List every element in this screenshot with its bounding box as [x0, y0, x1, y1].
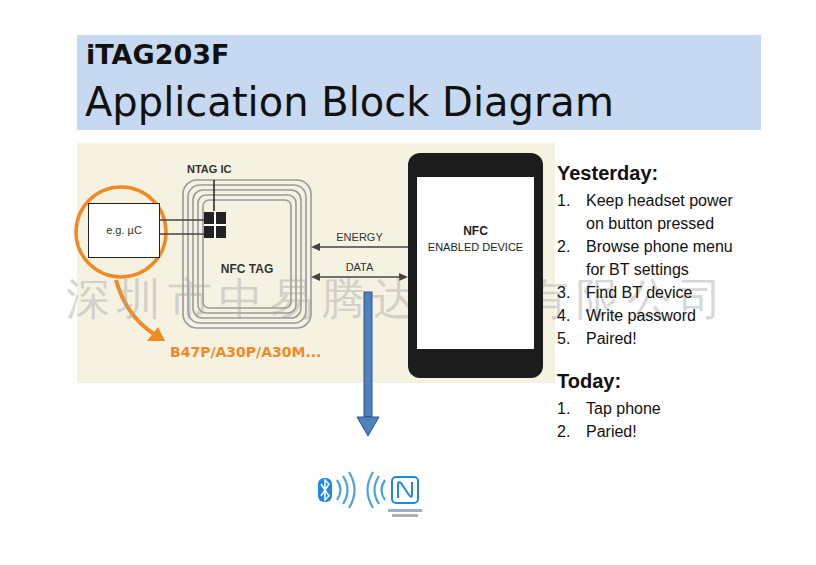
device-text: ENABLED DEVICE: [417, 239, 534, 255]
bluetooth-nfc-icon: [318, 472, 422, 517]
step-text: Browse phone menu for BT settings: [586, 235, 754, 281]
step-row: 2.Paried!: [557, 420, 797, 443]
step-number: 5.: [557, 327, 586, 350]
step-text: Paried!: [586, 420, 754, 443]
title-band: iTAG203F Application Block Diagram: [77, 35, 761, 130]
arrowhead: [399, 273, 408, 281]
callout-arrow: [116, 280, 154, 334]
step-text: Paired!: [586, 327, 754, 350]
step-row: 2.Browse phone menu for BT settings: [557, 235, 797, 281]
section-heading: Today:: [557, 368, 797, 394]
step-number: 1.: [557, 189, 586, 235]
steps-column: Yesterday:1.Keep headset power on button…: [557, 160, 797, 443]
title-text: Application Block Diagram: [85, 79, 614, 125]
step-text: Keep headset power on button pressed: [586, 189, 754, 235]
phone-screen: NFCENABLED DEVICE: [417, 177, 534, 349]
chip-wires: [183, 220, 205, 234]
connector: [160, 220, 183, 234]
step-row: 3.Find BT device: [557, 281, 797, 304]
tag-text: NFC TAG: [183, 262, 311, 276]
antenna-coils: [183, 180, 311, 328]
connector: [311, 243, 408, 251]
box-text: e.g. µC: [105, 223, 143, 238]
arrowhead: [311, 243, 320, 251]
mcu-box: e.g. µC: [88, 203, 160, 258]
title-code: iTAG203F: [86, 39, 229, 71]
nfc-tag-antenna: NFC TAG: [183, 180, 311, 328]
step-text: Write password: [586, 304, 754, 327]
device-heading: NFC: [417, 223, 534, 239]
connector-line: [160, 220, 183, 234]
step-number: 1.: [557, 397, 586, 420]
edge-label: DATA: [344, 261, 376, 274]
step-row: 5.Paired!: [557, 327, 797, 350]
connector: [311, 273, 408, 281]
step-text: Find BT device: [586, 281, 754, 304]
ntag-chip: [204, 212, 226, 238]
arrowhead: [311, 273, 320, 281]
part-label: NTAG IC: [187, 163, 231, 175]
step-row: 4.Write password: [557, 304, 797, 327]
section-heading: Yesterday:: [557, 160, 797, 186]
connector-line: [319, 276, 400, 278]
illustration-panel: [77, 143, 555, 383]
edge-label: ENERGY: [334, 231, 384, 244]
step-number: 2.: [557, 235, 586, 281]
leader-line: [213, 180, 215, 211]
highlight-circle: [76, 187, 166, 277]
step-number: 2.: [557, 420, 586, 443]
connector-line: [319, 246, 408, 248]
step-row: 1.Tap phone: [557, 397, 797, 420]
step-text: Tap phone: [586, 397, 754, 420]
callout-arrowhead: [147, 327, 165, 341]
step-number: 4.: [557, 304, 586, 327]
down-arrow: [357, 292, 379, 436]
phone-device: NFCENABLED DEVICE: [408, 153, 543, 378]
step-number: 3.: [557, 281, 586, 304]
model-label: B47P/A30P/A30M...: [170, 344, 321, 360]
step-row: 1.Keep headset power on button pressed: [557, 189, 797, 235]
